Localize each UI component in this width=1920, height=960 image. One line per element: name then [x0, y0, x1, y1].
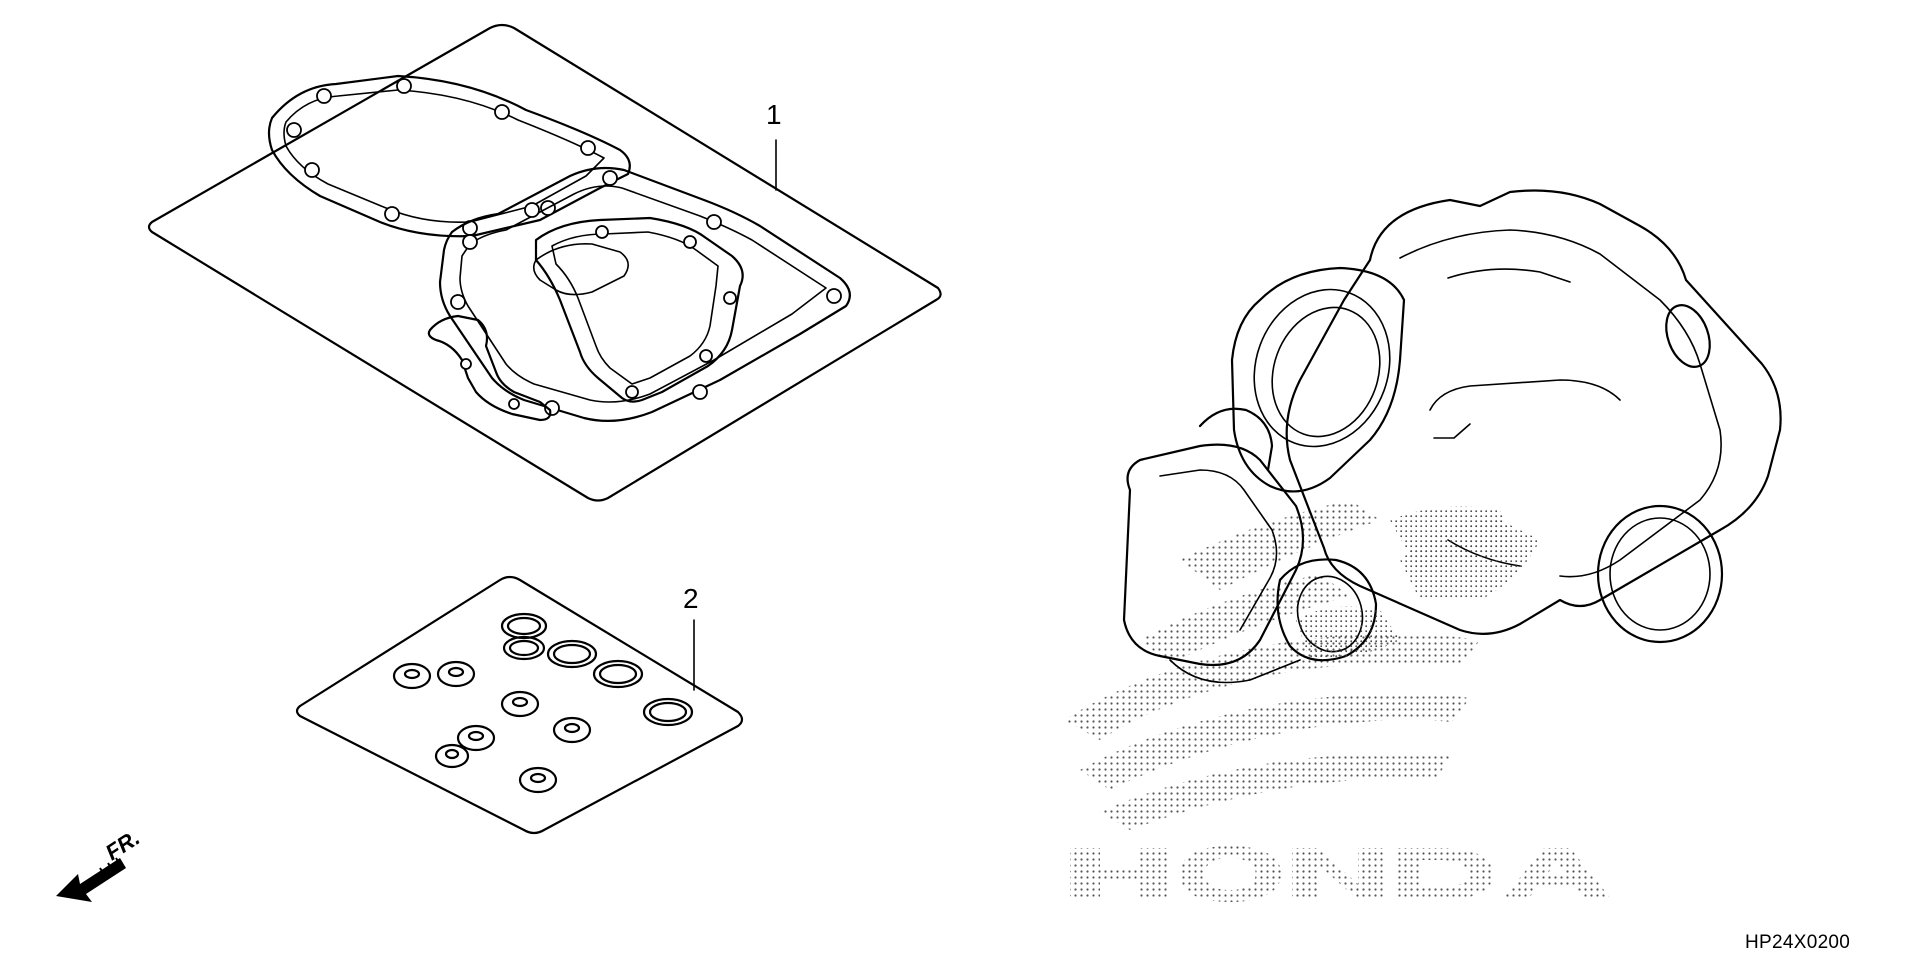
callout-part-1: 1 [766, 99, 782, 130]
cover-gasket-bolt-holes [286, 78, 596, 236]
stator-cover [1230, 266, 1406, 493]
crankcase-gasket-bolt-holes [450, 170, 842, 416]
gasket-kit-part-1[interactable] [147, 23, 942, 502]
filler-cap [1665, 304, 1711, 368]
callout-part-2: 2 [683, 583, 699, 614]
clutch-cover-round [1596, 504, 1724, 644]
cylinder-block [1122, 443, 1305, 666]
diagram-reference-code: HP24X0200 [1745, 932, 1851, 953]
gasket-sheet-outline [147, 23, 942, 502]
front-arrow-icon [56, 857, 126, 902]
o-ring-set [500, 612, 694, 727]
o-ring-sheet-outline [295, 575, 744, 835]
o-ring-kit-part-2[interactable] [295, 575, 744, 835]
crankcase-cover [1285, 189, 1782, 635]
honda-wordmark [1070, 846, 1612, 902]
arrow-hatching [99, 857, 123, 879]
strip-gasket-holes [460, 358, 520, 410]
oil-pan-gasket-bolt-holes [595, 225, 737, 399]
sealing-washers [392, 660, 592, 794]
strip-gasket [427, 314, 552, 422]
engine-illustration [1122, 189, 1782, 684]
